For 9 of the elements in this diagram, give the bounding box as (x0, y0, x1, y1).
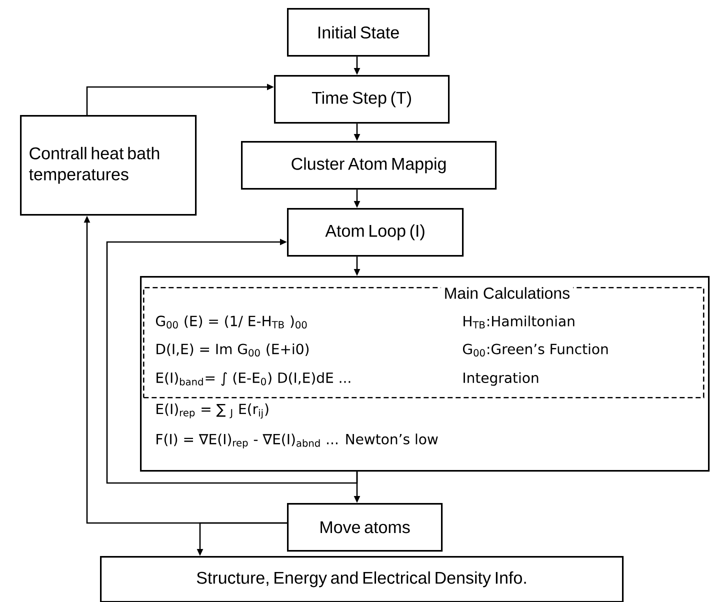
arrow (106, 238, 358, 484)
process-box: Atom Loop (I) (287, 208, 464, 257)
dashed-group-box: Main Calculations G$_{00}$ (E) = (1/ E-H$_{TB}$ )$_{00}$ H$_{TB}$:Hamiltonian D(I,E) = Im G$_{00}$ (E+i0) G$_{00}$:Green’s Function E(I)$_{band}$= ∫ (E-E$_{0}$) D(I,E)dE ... Integration (143, 284, 704, 398)
process-box: Initial State (287, 8, 430, 57)
process-box: Contrall heat bath temperatures (20, 115, 197, 216)
process-box: Time Step (T) (274, 75, 450, 124)
process-box: Cluster Atom Mappig (241, 141, 497, 190)
output-box: Structure, Energy and Electrical Density Info. (100, 556, 624, 602)
process-box: Move atoms (287, 503, 443, 552)
